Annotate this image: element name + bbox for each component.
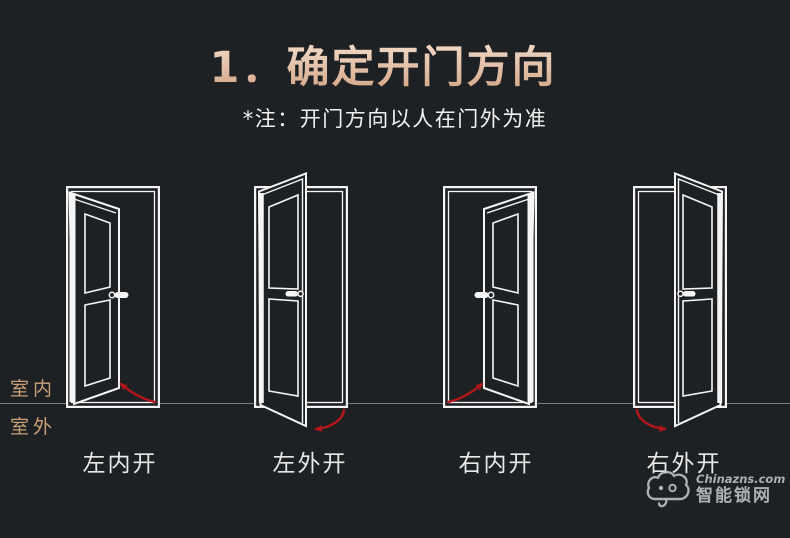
indoor-label: 室内 — [10, 378, 57, 400]
door-handle-icon — [108, 291, 129, 299]
door-figure-left-inward — [66, 186, 161, 409]
watermark-site: Chinazns.com — [696, 472, 786, 487]
door-caption-left-inward: 左内开 — [82, 451, 158, 477]
indoor-outdoor-divider-line — [0, 403, 790, 404]
swing-arrow-icon — [314, 408, 346, 433]
door-figure-right-inward — [442, 186, 537, 409]
door-leaf — [257, 172, 307, 428]
door-caption-right-outward: 右外开 — [646, 451, 722, 477]
watermark-name: 智能锁网 — [696, 486, 772, 507]
page-title: 1．确定开门方向 — [0, 33, 778, 95]
note-text: *注：开门方向以人在门外为准 — [242, 107, 548, 131]
outdoor-label: 室外 — [10, 416, 57, 438]
swing-arrow-icon — [635, 408, 667, 433]
door-leaf — [674, 172, 724, 428]
door-figure-left-outward — [254, 172, 349, 433]
door-caption-left-outward: 左外开 — [272, 451, 348, 477]
door-handle-icon — [285, 290, 304, 298]
swing-arrow-icon — [446, 382, 484, 404]
cloud-robot-logo-icon — [646, 470, 690, 508]
swing-arrow-icon — [119, 382, 157, 404]
door-handle-icon — [474, 291, 495, 299]
door-leaf — [68, 191, 120, 406]
watermark: Chinazns.com 智能锁网 — [645, 468, 785, 512]
door-handle-icon — [677, 290, 696, 298]
door-figure-right-outward — [632, 172, 727, 433]
door-leaf — [483, 191, 535, 406]
door-caption-right-inward: 右内开 — [458, 451, 534, 477]
